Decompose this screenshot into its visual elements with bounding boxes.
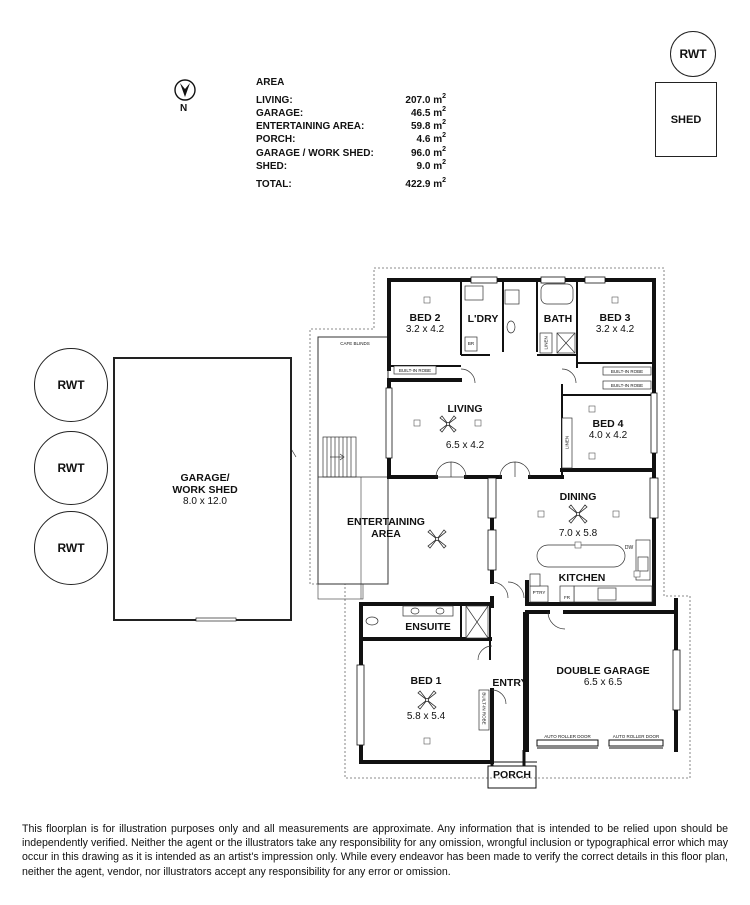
area-total-name: TOTAL: bbox=[256, 179, 292, 190]
light-fittings bbox=[413, 296, 641, 745]
shed: SHED bbox=[655, 82, 717, 157]
rainwater-tank: RWT bbox=[34, 348, 108, 422]
porch-outline bbox=[487, 750, 537, 789]
room-dining-dim: 7.0 x 5.8 bbox=[558, 528, 598, 539]
room-dining: DINING bbox=[559, 491, 597, 503]
pantry-label: P'TRY bbox=[532, 590, 546, 595]
area-row-value: 46.5 m bbox=[410, 108, 443, 119]
area-row: ENTERTAINING AREA: 59.8 m2 bbox=[256, 119, 446, 132]
area-row-name: LIVING: bbox=[256, 95, 293, 106]
area-title: AREA bbox=[256, 77, 285, 88]
kitchen-fixtures bbox=[529, 539, 653, 603]
room-living: LIVING bbox=[447, 403, 483, 415]
area-row: PORCH: 4.6 m2 bbox=[256, 132, 446, 145]
area-row-name: PORCH: bbox=[256, 134, 296, 145]
roller-door-label: AUTO ROLLER DOOR bbox=[612, 734, 660, 739]
disclaimer-text: This floorplan is for illustration purpo… bbox=[22, 823, 728, 878]
area-row-value: 4.6 m bbox=[416, 134, 443, 145]
room-kitchen: KITCHEN bbox=[558, 572, 606, 584]
dw-label: DW bbox=[624, 545, 634, 551]
room-garage-shed: GARAGE/ WORK SHED 8.0 x 12.0 bbox=[172, 472, 238, 507]
robe-label: BUILT-IN ROBE bbox=[481, 692, 487, 725]
rainwater-tank: RWT bbox=[34, 511, 108, 585]
compass-label: N bbox=[180, 103, 188, 114]
roller-door-label: AUTO ROLLER DOOR bbox=[544, 734, 591, 739]
steps bbox=[322, 436, 357, 478]
linen-label: LINEN bbox=[543, 336, 549, 350]
robes bbox=[393, 365, 652, 731]
room-double-garage: DOUBLE GARAGE 6.5 x 6.5 bbox=[556, 665, 650, 688]
cafe-blinds-label: CAFE BLINDS bbox=[340, 341, 370, 346]
ceiling-fans bbox=[417, 415, 588, 710]
br-label: BR bbox=[467, 341, 475, 346]
area-row: SHED: 9.0 m2 bbox=[256, 159, 446, 172]
work-shed-outline bbox=[113, 357, 292, 621]
room-bed1: BED 1 bbox=[410, 675, 442, 687]
room-bed2: BED 2 3.2 x 4.2 bbox=[405, 312, 445, 335]
area-row-value: 96.0 m bbox=[410, 148, 443, 159]
area-row: GARAGE: 46.5 m2 bbox=[256, 106, 446, 119]
room-bed3: BED 3 3.2 x 4.2 bbox=[595, 312, 635, 335]
fr-label: FR bbox=[564, 595, 570, 600]
windows bbox=[356, 276, 681, 746]
bath-fixtures bbox=[365, 283, 576, 639]
area-row-name: GARAGE: bbox=[256, 108, 304, 119]
robe-label: BUILT-IN ROBE bbox=[610, 369, 644, 374]
area-row: GARAGE / WORK SHED: 96.0 m2 bbox=[256, 146, 446, 159]
robe-label: BUILT-IN ROBE bbox=[398, 368, 432, 373]
room-porch: PORCH bbox=[493, 769, 531, 781]
area-total-value: 422.9 m bbox=[405, 179, 443, 190]
area-row-name: ENTERTAINING AREA: bbox=[256, 121, 365, 132]
area-row-value: 59.8 m bbox=[410, 121, 443, 132]
boundary-dashed bbox=[309, 267, 691, 779]
rainwater-tank: RWT bbox=[670, 31, 716, 77]
compass-icon bbox=[174, 79, 196, 101]
area-row: LIVING: 207.0 m2 bbox=[256, 93, 446, 106]
area-row-name: GARAGE / WORK SHED: bbox=[256, 148, 374, 159]
robe-label: BUILT-IN ROBE bbox=[610, 383, 644, 388]
room-entry: ENTRY bbox=[492, 677, 528, 689]
area-total-row: TOTAL: 422.9 m2 bbox=[256, 177, 446, 190]
area-row-value: 9.0 m bbox=[416, 161, 443, 172]
linen-label: LINEN bbox=[564, 435, 570, 450]
area-row-value: 207.0 m bbox=[405, 95, 443, 106]
roller-doors bbox=[536, 739, 664, 749]
work-shed-door bbox=[195, 617, 237, 622]
room-bed4: BED 4 4.0 x 4.2 bbox=[588, 418, 628, 441]
area-row-name: SHED: bbox=[256, 161, 288, 172]
room-entertaining: ENTERTAINING AREA bbox=[347, 516, 425, 540]
room-ensuite: ENSUITE bbox=[405, 621, 451, 633]
door-swings bbox=[289, 368, 577, 705]
entertaining-area-outline bbox=[317, 336, 492, 600]
room-laundry: L'DRY bbox=[467, 313, 499, 325]
rainwater-tank: RWT bbox=[34, 431, 108, 505]
room-bed1-dim: 5.8 x 5.4 bbox=[406, 711, 446, 722]
room-living-dim: 6.5 x 4.2 bbox=[445, 440, 485, 451]
room-bath: BATH bbox=[543, 313, 573, 325]
